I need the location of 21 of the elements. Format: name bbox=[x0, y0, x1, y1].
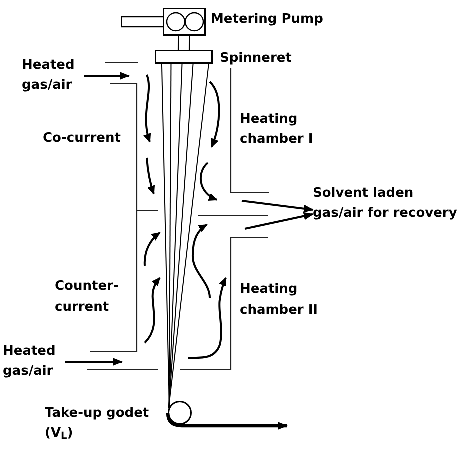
take-up-arrow bbox=[166, 412, 288, 430]
spinneret-plate bbox=[155, 50, 213, 64]
flow-label: Co-current bbox=[43, 131, 122, 147]
godet-roller bbox=[168, 401, 192, 425]
feed-pipe bbox=[178, 35, 190, 51]
metering-pump bbox=[121, 8, 206, 36]
spinneret-label: Spinneret bbox=[220, 51, 293, 67]
chamber-label: Heating chamber I bbox=[240, 111, 314, 149]
filament-line bbox=[168, 64, 210, 410]
inlet-arrow bbox=[84, 72, 130, 80]
godet-label: Take-up godet (V$_{L}$) bbox=[45, 405, 150, 444]
gas-outlet-label: Solvent laden gas/air for recovery bbox=[313, 184, 463, 224]
flow-label: Counter-current bbox=[55, 278, 120, 317]
outlet-arrow bbox=[242, 200, 314, 213]
gas-inlet-label: Heated gas/air bbox=[3, 342, 65, 382]
gas-inlet-label: Heated gas/air bbox=[22, 56, 84, 96]
chamber-label: Heating chamber II bbox=[240, 281, 320, 320]
outlet-arrow bbox=[244, 212, 314, 230]
filament-line bbox=[168, 64, 172, 408]
pump-label: Metering Pump bbox=[211, 12, 324, 28]
inlet-arrow bbox=[65, 358, 123, 366]
